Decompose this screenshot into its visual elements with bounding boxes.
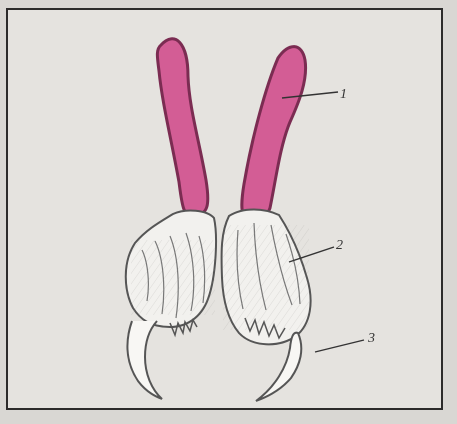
label-3: 3 — [367, 331, 375, 346]
right-claw-segment — [222, 210, 311, 402]
left-pink-tube — [157, 39, 207, 216]
label-2: 2 — [336, 238, 343, 253]
right-pink-tube — [242, 47, 306, 218]
label-1: 1 — [340, 87, 347, 102]
left-claw-segment — [126, 211, 216, 399]
